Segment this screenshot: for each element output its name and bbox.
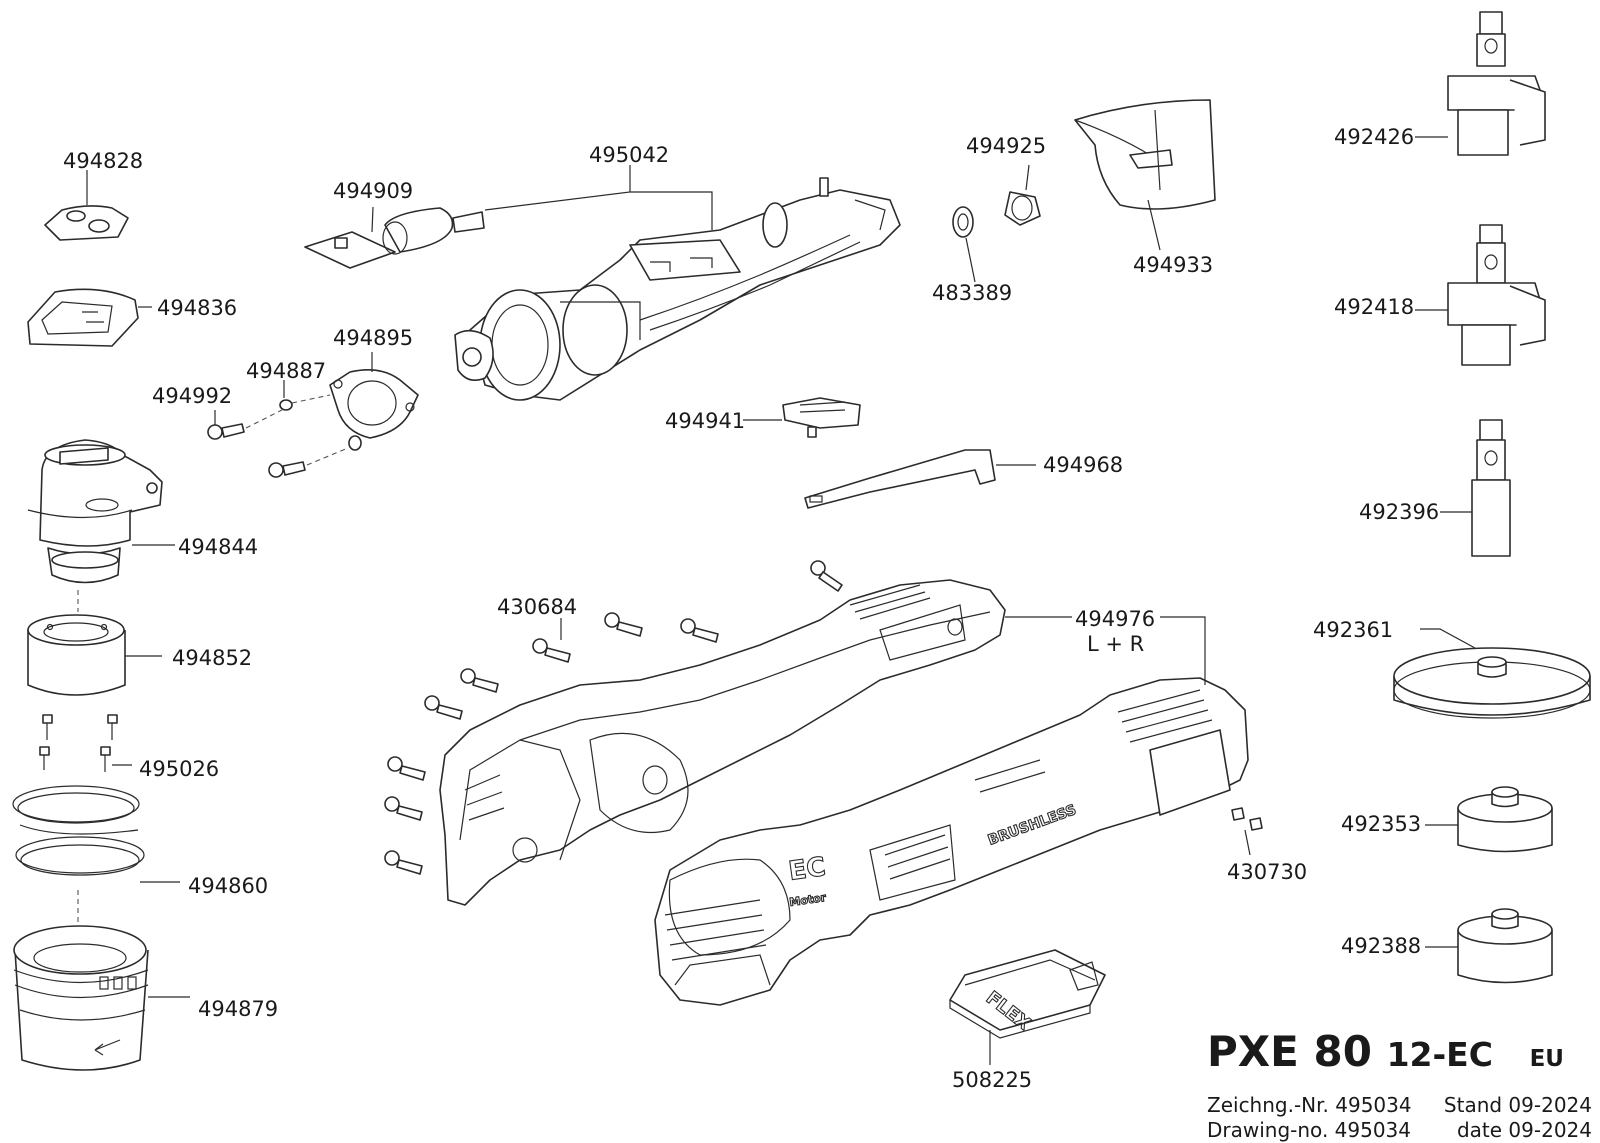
label-494860: 494860: [188, 874, 268, 898]
drawing-info-de: Zeichng.-Nr. 495034 Stand 09-2024: [1207, 1093, 1592, 1118]
part-492396-adapter: [1471, 419, 1511, 557]
part-494887-washers: [279, 399, 362, 451]
part-494992-screws: [207, 394, 349, 478]
label-494925: 494925: [966, 134, 1046, 158]
leader-lines: [86, 136, 1476, 1065]
model-region: EU: [1529, 1046, 1564, 1072]
label-494976-sides: L + R: [1087, 632, 1144, 656]
part-494933-shroud: [1074, 99, 1216, 210]
part-494976-housing-left: [439, 579, 1006, 906]
part-494976-housing-right: EC Motor BRUSHLESS: [654, 677, 1249, 1006]
drawing-info-en: Drawing-no. 495034 date 09-2024: [1207, 1118, 1592, 1143]
label-494828: 494828: [63, 149, 143, 173]
part-494895-gasket: [329, 369, 419, 439]
part-492418-adapter: [1447, 224, 1546, 366]
label-494933: 494933: [1133, 253, 1213, 277]
drawing-number-en: Drawing-no. 495034: [1207, 1118, 1412, 1142]
label-492418: 492418: [1334, 295, 1414, 319]
label-492426: 492426: [1334, 125, 1414, 149]
label-494941: 494941: [665, 409, 745, 433]
label-494895: 494895: [333, 326, 413, 350]
part-494968-slide-rod: [804, 449, 996, 509]
label-494992: 494992: [152, 384, 232, 408]
part-492426-adapter: [1447, 11, 1546, 156]
label-492396: 492396: [1359, 500, 1439, 524]
part-508225-battery-cover: FLEX: [949, 949, 1106, 1039]
label-494887: 494887: [246, 359, 326, 383]
part-494844-gear-head: [27, 439, 163, 584]
label-495042: 495042: [589, 143, 669, 167]
part-494852-sleeve: [27, 614, 126, 696]
part-492361-backing-disc: [1393, 647, 1591, 719]
title-block: PXE 80 12-EC EU Zeichng.-Nr. 495034 Stan…: [1207, 1030, 1592, 1143]
label-508225: 508225: [952, 1068, 1032, 1092]
model-title: PXE 80 12-EC EU: [1207, 1030, 1592, 1081]
part-494941-slider: [782, 397, 861, 438]
label-494844: 494844: [178, 535, 258, 559]
label-494968: 494968: [1043, 453, 1123, 477]
part-430730-pins: [1231, 807, 1263, 831]
part-494909-switch-board: [304, 207, 485, 269]
part-483389-bearing: [952, 206, 974, 238]
part-492388-pad: [1457, 908, 1553, 984]
label-492361: 492361: [1313, 618, 1393, 642]
label-492353: 492353: [1341, 812, 1421, 836]
label-494909: 494909: [333, 179, 413, 203]
label-494879: 494879: [198, 997, 278, 1021]
part-494860-retaining-rings: [12, 785, 145, 876]
label-495026: 495026: [139, 757, 219, 781]
part-495026-screws: [39, 714, 118, 772]
model-name: PXE 80: [1207, 1027, 1372, 1076]
part-494836-switch-housing: [27, 288, 139, 347]
part-494925-bushing: [1004, 191, 1041, 226]
label-430730: 430730: [1227, 860, 1307, 884]
label-430684: 430684: [497, 595, 577, 619]
drawing-date-en: date 09-2024: [1456, 1118, 1592, 1142]
part-494828-switch-cap: [44, 205, 129, 241]
label-494836: 494836: [157, 296, 237, 320]
drawing-number-de: Zeichng.-Nr. 495034: [1207, 1093, 1412, 1117]
label-492388: 492388: [1341, 934, 1421, 958]
label-483389: 483389: [932, 281, 1012, 305]
model-variant: 12-EC: [1386, 1035, 1493, 1074]
label-494852: 494852: [172, 646, 252, 670]
part-494879-tool-lock-ring: [13, 925, 149, 1071]
drawing-date-de: Stand 09-2024: [1443, 1093, 1592, 1117]
ec-logo-marking: EC: [787, 852, 828, 887]
label-494976: 494976: [1075, 607, 1155, 631]
part-430684-housing-screws: [384, 560, 843, 875]
motor-marking: Motor: [789, 891, 828, 909]
part-492353-pad: [1457, 786, 1553, 853]
part-495042-motor-electronics: [454, 177, 901, 401]
